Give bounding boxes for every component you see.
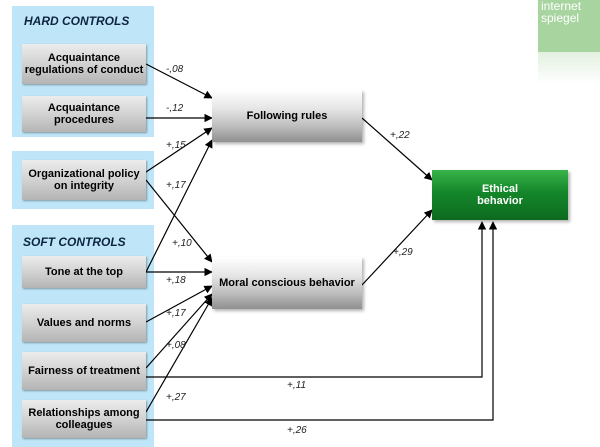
box-relationships-among-colleagues: Relationships among colleagues	[22, 400, 146, 438]
box-moral-conscious-behavior: Moral conscious behavior	[212, 257, 362, 309]
arrow-fairness-to-moral	[145, 293, 213, 369]
arrow-rules-to-ethical	[361, 117, 433, 181]
box-following-rules: Following rules	[212, 90, 362, 142]
box-organizational-policy: Organizational policy on integrity	[22, 160, 146, 200]
box-fairness-of-treatment: Fairness of treatment	[22, 352, 146, 390]
logo-line-1: internet	[541, 0, 582, 13]
coef-relationships-ethical: +,26	[287, 425, 307, 436]
coef-fairness-ethical: +,11	[287, 380, 306, 391]
coef-rules-ethical: +,22	[390, 130, 410, 141]
box-tone-at-the-top: Tone at the top	[22, 256, 146, 288]
coef-policy-moral: +,10	[172, 238, 192, 249]
box-values-and-norms: Values and norms	[22, 304, 146, 342]
coef-policy-rules: +,15	[166, 140, 186, 151]
arrow-values-to-moral	[145, 285, 213, 323]
box-acquaintance-procedures: Acquaintance procedures	[22, 96, 146, 132]
logo-line-2: spiegel	[541, 11, 580, 25]
soft-controls-title: SOFT CONTROLS	[23, 235, 126, 249]
logo-fade	[538, 52, 600, 84]
arrow-regulations-to-rules	[145, 63, 213, 99]
arrow-policy-to-moral	[145, 179, 213, 263]
arrow-relationships-to-ethical	[146, 221, 498, 421]
arrow-tone-to-rules	[145, 139, 213, 273]
coef-procedures-rules: -,12	[166, 103, 184, 114]
coef-regulations-rules: -,08	[166, 64, 184, 75]
internetspiegel-logo: internet spiegel	[538, 0, 600, 52]
arrow-fairness-to-ethical	[146, 221, 487, 378]
arrow-policy-to-rules	[145, 127, 213, 173]
coef-tone-rules: +,17	[166, 180, 186, 191]
coef-fairness-moral: +,08	[166, 340, 186, 351]
coef-tone-moral: +,18	[166, 275, 186, 286]
coef-values-moral: +,17	[166, 308, 186, 319]
coef-moral-ethical: +,29	[393, 247, 413, 258]
arrow-relationships-to-moral	[145, 297, 213, 413]
box-ethical-behavior: Ethical behavior	[432, 170, 568, 220]
arrow-moral-to-ethical	[361, 209, 433, 286]
hard-controls-title: HARD CONTROLS	[24, 14, 130, 28]
box-acquaintance-regulations: Acquaintance regulations of conduct	[22, 44, 146, 84]
coef-relationships-moral: +,27	[166, 392, 186, 403]
